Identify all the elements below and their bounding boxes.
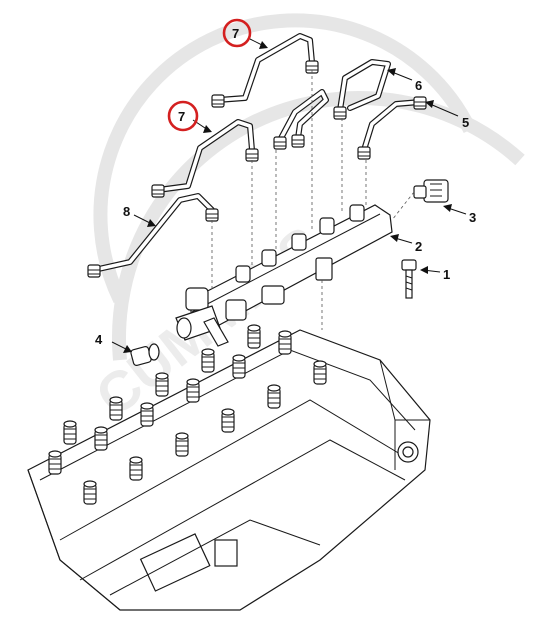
fitting-nut	[205, 208, 219, 222]
callout-8: 8	[123, 204, 130, 219]
highlight-rings	[167, 18, 252, 132]
fitting-nut	[333, 106, 347, 120]
cylinder-head	[27, 329, 431, 611]
callout-1: 1	[443, 267, 450, 282]
fitting-nut	[211, 94, 225, 108]
callout-7-upper: 7	[232, 26, 239, 41]
valve-spring	[278, 330, 292, 355]
fitting-nut	[413, 96, 427, 110]
fitting-nut	[273, 136, 287, 150]
callout-4: 4	[95, 332, 103, 347]
callout-6: 6	[415, 78, 422, 93]
fitting-nut	[151, 184, 165, 198]
pressure-sensor	[391, 179, 449, 221]
fitting-nut	[357, 146, 371, 160]
valve-spring	[109, 396, 123, 421]
valve-spring	[94, 426, 108, 451]
valve-spring	[83, 480, 97, 505]
valve-spring	[313, 360, 327, 385]
valve-spring	[129, 456, 143, 481]
callout-leaders	[111, 37, 467, 353]
callout-3: 3	[469, 210, 476, 225]
callout-2: 2	[415, 239, 422, 254]
valve-spring	[221, 408, 235, 433]
valve-spring	[186, 378, 200, 403]
valve-spring	[63, 420, 77, 445]
rail-mounting-bolt	[401, 259, 417, 299]
fitting-nut	[245, 148, 259, 162]
highlight-ring-upper	[222, 18, 252, 48]
fitting-nut	[87, 264, 101, 278]
rail-inlet-fitting	[175, 305, 229, 347]
valve-spring-array	[48, 324, 327, 505]
callout-5: 5	[462, 115, 469, 130]
callout-7-lower: 7	[178, 109, 185, 124]
valve-spring	[201, 348, 215, 373]
rail-plug	[130, 343, 160, 366]
valve-spring	[232, 354, 246, 379]
valve-spring	[175, 432, 189, 457]
valve-spring	[48, 450, 62, 475]
highlight-ring-lower	[167, 100, 199, 132]
fitting-nut	[291, 134, 305, 148]
valve-spring	[267, 384, 281, 409]
assembly-guide-lines	[211, 70, 367, 330]
injector-fuel-lines	[91, 33, 423, 273]
callout-labels: 1 2 3 4 5 6 7 7 8	[95, 26, 476, 347]
valve-spring	[140, 402, 154, 427]
valve-spring	[155, 372, 169, 397]
valve-spring	[247, 324, 261, 349]
fitting-nuts	[87, 60, 427, 278]
